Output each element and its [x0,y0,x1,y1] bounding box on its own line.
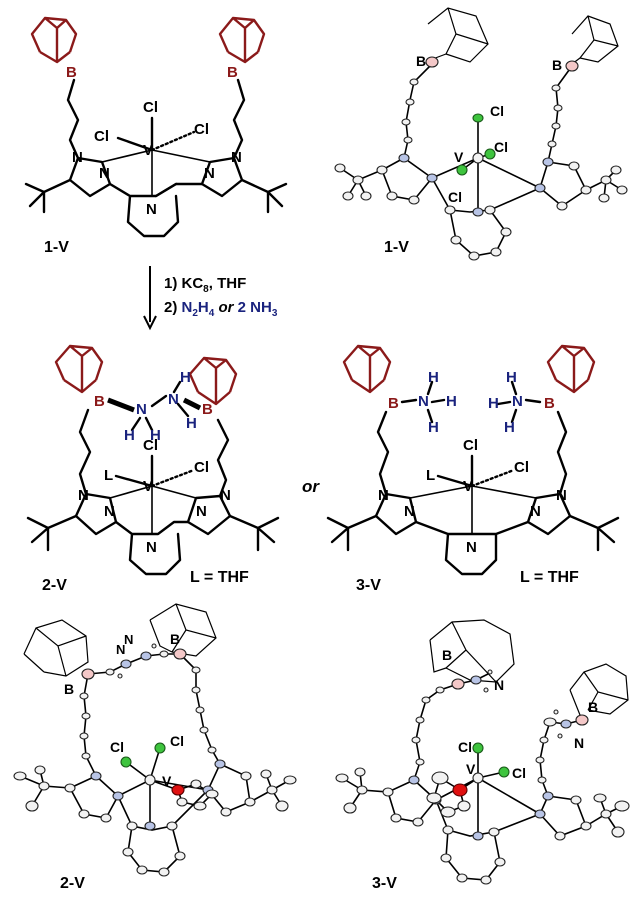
structure-2v-crystal: B B N N Cl Cl V 2-V [13,603,297,892]
bbn-right-1v [218,16,266,64]
chloride-label: Cl [143,437,158,454]
nitrogen-label: N [116,642,125,657]
chloride-label: Cl [143,99,158,116]
structure-3v-crystal: B N B N Cl Cl V 3-V [335,619,630,892]
boron-label: B [544,395,555,412]
structure-1v-drawing: B B V Cl Cl Cl N N N N N 1-V [24,16,288,256]
chloride-label: Cl [514,459,529,476]
nitrogen-label: N [530,503,541,520]
nitrogen-label: N [168,391,179,408]
compound-label-3v: 3-V [356,577,381,594]
vanadium-label: V [143,478,153,495]
compound-label-2v: 2-V [42,577,67,594]
reaction-arrow-section: 1) KC8, THF 2) N2H4 or 2 NH3 [143,266,278,331]
nitrogen-label: N [99,165,110,182]
chloride-label: Cl [94,128,109,145]
vanadium-label: V [463,478,473,495]
compound-label-2v: 2-V [60,875,85,892]
nitrogen-label: N [231,149,242,166]
boron-label: B [202,401,213,418]
nitrogen-label: N [466,539,477,556]
chloride-label: Cl [494,139,508,155]
structure-2v-drawing: B B N N H H H H V Cl L Cl N N N N N L = … [26,344,280,594]
nitrogen-label: N [72,149,83,166]
nitrogen-label: N [556,487,567,504]
ligand-definition: L = THF [520,569,579,586]
boron-label: B [94,393,105,410]
boron-label: B [227,64,238,81]
nitrogen-label: N [512,393,523,410]
nitrogen-label: N [574,735,584,751]
vanadium-label: V [466,761,476,777]
boron-label: B [442,647,452,663]
nitrogen-label: N [146,539,157,556]
nitrogen-label: N [418,393,429,410]
chloride-label: Cl [110,739,124,755]
ligand-label: L [104,467,113,484]
boron-label: B [170,631,180,647]
nitrogen-label: N [196,503,207,520]
nitrogen-label: N [204,165,215,182]
chloride-label: Cl [194,459,209,476]
or-label: or [302,477,320,496]
arrow-head [143,315,157,331]
vanadium-label: V [162,773,172,789]
boron-label: B [416,53,426,69]
nitrogen-label: N [494,677,504,693]
compound-label-1v: 1-V [384,239,409,256]
hydrogen-label: H [150,427,161,444]
hydrogen-label: H [446,393,457,410]
chloride-label: Cl [463,437,478,454]
hydrogen-label: H [428,419,439,436]
vanadium-label: V [143,142,153,159]
boron-label: B [64,681,74,697]
nitrogen-label: N [220,487,231,504]
hydrogen-label: H [124,427,135,444]
hydrogen-label: H [428,369,439,386]
reaction-step-2: 2) N2H4 or 2 NH3 [164,299,278,319]
hydrogen-label: H [180,369,191,386]
structure-3v-drawing: B B N N H H H H H H V Cl L Cl N N N N N … [326,344,620,594]
nitrogen-label: N [104,503,115,520]
chloride-label: Cl [490,103,504,119]
nitrogen-label: N [78,487,89,504]
bbn-left-1v [30,16,78,64]
nitrogen-label: N [378,487,389,504]
boron-label: B [388,395,399,412]
structure-1v-crystal: B B Cl Cl Cl V 1-V [334,7,628,261]
hydrogen-label: H [506,369,517,386]
chloride-label: Cl [458,739,472,755]
boron-label: B [66,64,77,81]
hydrogen-label: H [488,395,499,412]
nitrogen-label: N [136,401,147,418]
hydrogen-label: H [504,419,515,436]
chloride-label: Cl [194,121,209,138]
chloride-label: Cl [512,765,526,781]
nitrogen-label: N [404,503,415,520]
reaction-step-1: 1) KC8, THF [164,275,246,295]
boron-label: B [552,57,562,73]
nitrogen-label: N [124,632,133,647]
vanadium-label: V [454,149,464,165]
chloride-label: Cl [448,189,462,205]
ligand-definition: L = THF [190,569,249,586]
compound-label-1v: 1-V [44,239,69,256]
boron-label: B [588,699,598,715]
ligand-label: L [426,467,435,484]
compound-label-3v: 3-V [372,875,397,892]
chloride-label: Cl [170,733,184,749]
hydrogen-label: H [186,415,197,432]
nitrogen-label: N [146,201,157,218]
